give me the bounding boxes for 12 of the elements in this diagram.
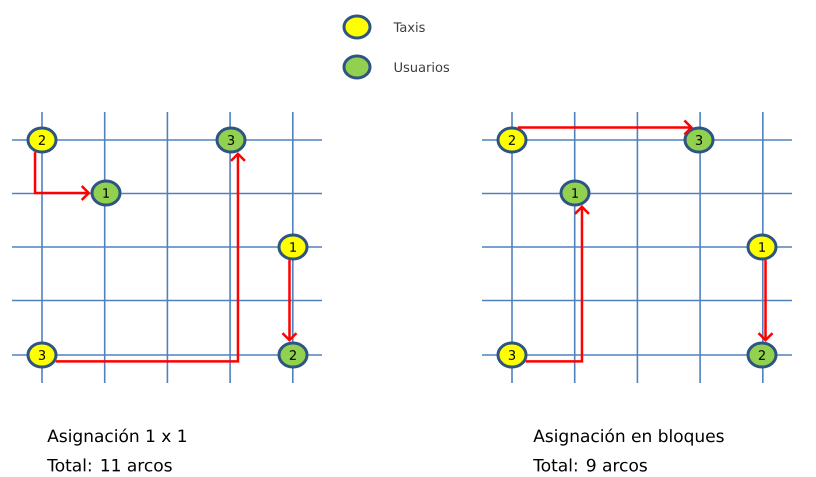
arrow: [56, 152, 246, 363]
caption-text: Asignación 1 x 1: [47, 428, 186, 446]
arrow: [282, 260, 298, 342]
legend-label: Usuarios: [394, 62, 450, 72]
caption-text: Total: 9 arcos: [533, 458, 647, 472]
arrow: [518, 120, 694, 136]
legend-label: Taxis: [394, 22, 425, 32]
arrow: [758, 260, 774, 342]
arrow: [526, 205, 590, 363]
arrow: [34, 152, 90, 201]
caption-text: Total: 11 arcos: [47, 458, 172, 472]
caption-text: Asignación en bloques: [533, 428, 724, 446]
